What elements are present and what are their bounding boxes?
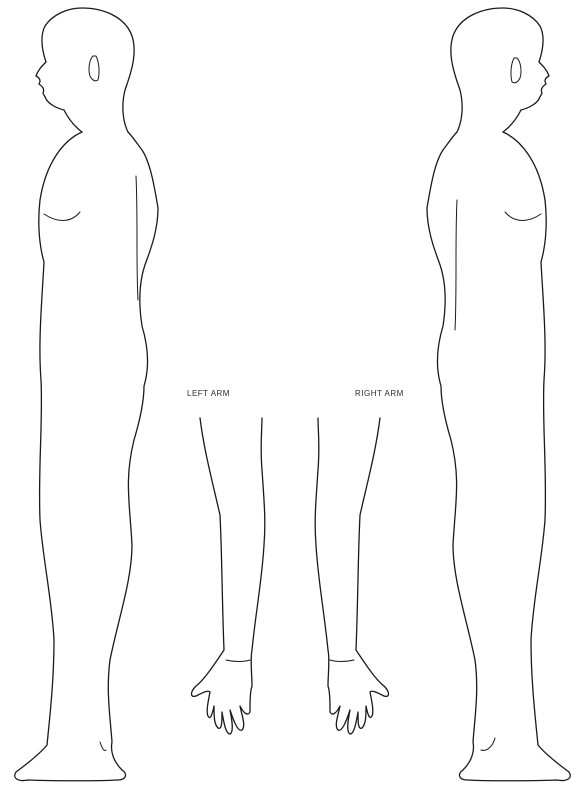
- right-arm-wrist-line: [330, 660, 354, 662]
- right-profile-ear: [511, 58, 521, 83]
- right-arm-drawing: [315, 418, 388, 734]
- right-profile-head-outline: [451, 8, 549, 132]
- left-arm-wrist-line: [226, 660, 250, 662]
- right-arm-outline: [315, 418, 388, 734]
- left-profile-head-outline: [36, 8, 134, 132]
- right-profile-body-outline: [427, 132, 570, 781]
- right-profile-ankle-line: [481, 738, 495, 750]
- right-profile-chest-line: [505, 212, 541, 221]
- left-profile-ear: [89, 56, 99, 81]
- right-arm-label: RIGHT ARM: [355, 389, 404, 398]
- left-profile-chest-line: [44, 212, 80, 221]
- left-profile-arm-line: [136, 176, 138, 300]
- right-profile-arm-line: [455, 200, 457, 330]
- right-profile-figure: [427, 8, 570, 781]
- left-arm-drawing: [192, 418, 265, 734]
- left-profile-ankle-line: [100, 742, 106, 751]
- left-arm-label: LEFT ARM: [187, 389, 230, 398]
- left-arm-outline: [192, 418, 265, 734]
- left-profile-figure: [15, 8, 158, 781]
